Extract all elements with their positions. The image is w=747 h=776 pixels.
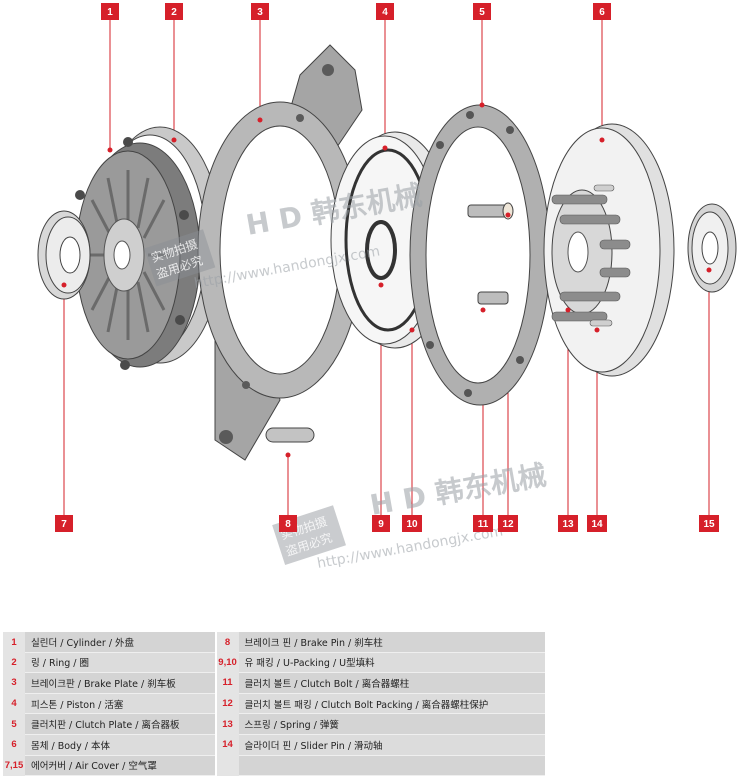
svg-text:9: 9 <box>378 519 384 530</box>
svg-text:13: 13 <box>562 519 574 530</box>
callout-13: 13 <box>558 515 578 532</box>
callout-6: 6 <box>593 3 611 20</box>
svg-text:15: 15 <box>703 519 715 530</box>
legend-description: 클러치 볼트 / Clutch Bolt / 离合器螺柱 <box>238 672 545 694</box>
part-body <box>543 123 675 377</box>
parts-legend-table: 1 실린더 / Cylinder / 外盘 8 브레이크 핀 / Brake P… <box>3 632 545 776</box>
legend-number: 7,15 <box>3 755 25 776</box>
part-clutch-plate <box>409 104 551 406</box>
callout-4: 4 <box>376 3 394 20</box>
svg-text:1: 1 <box>107 7 113 18</box>
legend-number <box>216 755 239 776</box>
svg-text:14: 14 <box>591 519 603 530</box>
legend-row: 6 몸체 / Body / 本体 14 슬라이더 핀 / Slider Pin … <box>3 734 545 756</box>
legend-description: 몸체 / Body / 本体 <box>25 734 215 756</box>
legend-number: 14 <box>216 734 239 756</box>
legend-description: 실린더 / Cylinder / 外盘 <box>25 632 215 653</box>
svg-text:2: 2 <box>171 7 177 18</box>
legend-number: 1 <box>3 632 25 653</box>
legend-description: 브레이크판 / Brake Plate / 刹车板 <box>25 672 215 694</box>
callout-14: 14 <box>587 515 607 532</box>
legend-description: 피스톤 / Piston / 活塞 <box>25 693 215 715</box>
callout-12: 12 <box>498 515 518 532</box>
svg-text:5: 5 <box>479 7 485 18</box>
legend-number: 6 <box>3 734 25 756</box>
leader-dots <box>61 102 712 458</box>
legend-row: 4 피스톤 / Piston / 活塞 12 클러치 볼트 패킹 / Clutc… <box>3 693 545 715</box>
callout-10: 10 <box>402 515 422 532</box>
svg-text:4: 4 <box>382 7 388 18</box>
callout-11: 11 <box>473 515 493 532</box>
callout-3: 3 <box>251 3 269 20</box>
legend-number: 13 <box>216 713 239 735</box>
callout-2: 2 <box>165 3 183 20</box>
svg-text:10: 10 <box>406 519 418 530</box>
legend-number: 12 <box>216 693 239 714</box>
part-air-cover-left <box>37 210 91 300</box>
svg-text:8: 8 <box>285 519 291 530</box>
part-brake-plate <box>197 44 363 461</box>
legend-description: 스프링 / Spring / 弹簧 <box>238 713 545 735</box>
legend-number: 4 <box>3 693 25 714</box>
legend-description: 링 / Ring / 圈 <box>25 652 215 674</box>
legend-description: 슬라이더 핀 / Slider Pin / 滑动轴 <box>238 734 545 756</box>
svg-text:11: 11 <box>478 519 489 530</box>
legend-number: 3 <box>3 672 25 694</box>
svg-text:6: 6 <box>599 7 605 18</box>
part-air-cover-right <box>687 203 737 293</box>
exploded-clutch-diagram: H D 韩东机械 http://www.handongjx.com 实物拍摄 盗… <box>37 3 737 572</box>
svg-text:3: 3 <box>257 7 263 18</box>
legend-number: 11 <box>216 672 239 694</box>
callout-5: 5 <box>473 3 491 20</box>
legend-description: 클러치 볼트 패킹 / Clutch Bolt Packing / 离合器螺柱保… <box>238 693 545 715</box>
callout-7: 7 <box>55 515 73 532</box>
legend-row: 7,15 에어커버 / Air Cover / 空气罩 <box>3 755 545 776</box>
legend-description: 클러치판 / Clutch Plate / 离合器板 <box>25 713 215 735</box>
callout-15: 15 <box>699 515 719 532</box>
legend-number: 2 <box>3 652 25 673</box>
part-brake-pin <box>265 427 315 443</box>
legend-row: 3 브레이크판 / Brake Plate / 刹车板 11 클러치 볼트 / … <box>3 672 545 694</box>
callouts: 1 2 3 4 5 6 7 8 9 10 11 12 13 14 15 <box>55 3 719 532</box>
legend-number: 9,10 <box>216 652 239 673</box>
callout-1: 1 <box>101 3 119 20</box>
callout-9: 9 <box>372 515 390 532</box>
legend-description: 브레이크 핀 / Brake Pin / 刹车柱 <box>238 632 545 653</box>
callout-8: 8 <box>279 515 297 532</box>
legend-description <box>238 755 545 776</box>
legend-row: 1 실린더 / Cylinder / 外盘 8 브레이크 핀 / Brake P… <box>3 632 545 653</box>
legend-description: 에어커버 / Air Cover / 空气罩 <box>25 755 215 776</box>
legend-number: 5 <box>3 713 25 735</box>
svg-text:12: 12 <box>502 519 514 530</box>
svg-text:7: 7 <box>61 519 67 530</box>
part-slider-pins <box>589 184 615 327</box>
part-springs <box>551 194 631 322</box>
watermark-brand-lower: H D 韩东机械 <box>367 458 548 521</box>
legend-row: 2 링 / Ring / 圈 9,10 유 패킹 / U-Packing / U… <box>3 652 545 674</box>
legend-number: 8 <box>216 632 239 653</box>
legend-description: 유 패킹 / U-Packing / U型填料 <box>238 652 545 674</box>
legend-row: 5 클러치판 / Clutch Plate / 离合器板 13 스프링 / Sp… <box>3 713 545 735</box>
